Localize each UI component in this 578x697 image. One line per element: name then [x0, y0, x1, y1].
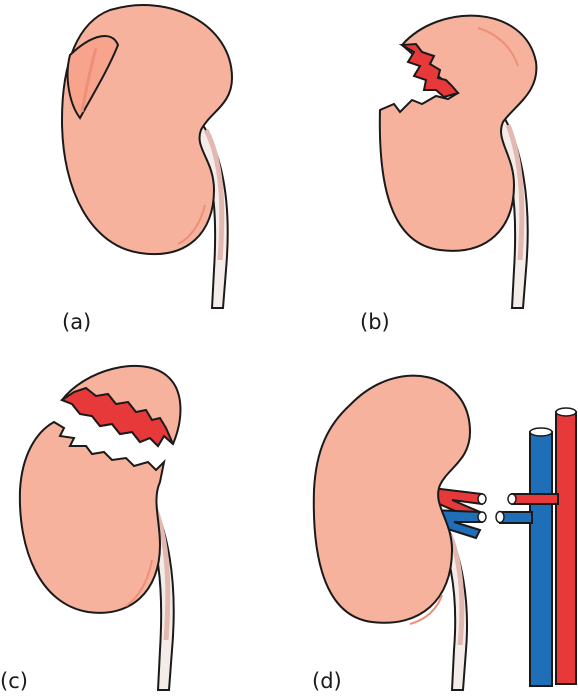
vein-stump-end-1: [478, 512, 486, 522]
panel-label-b: (b): [360, 310, 390, 334]
aorta: [556, 412, 576, 684]
panel-b: [380, 16, 537, 308]
panel-a: [62, 5, 232, 308]
kidney-lower-fragment: [20, 422, 164, 613]
renal-vein-cava-stump: [500, 512, 532, 523]
panel-label-d: (d): [312, 669, 342, 693]
artery-stump-end-2: [508, 494, 516, 504]
panel-label-a: (a): [62, 310, 91, 334]
panel-d: [314, 376, 576, 690]
panel-label-c: (c): [0, 669, 28, 693]
panel-c: [20, 366, 181, 690]
vena-cava-top: [530, 428, 552, 436]
vena-cava: [530, 432, 552, 686]
renal-artery-aorta-stump: [512, 494, 558, 504]
aorta-top: [556, 408, 576, 416]
artery-stump-end-1: [478, 494, 486, 504]
vein-stump-end-2: [496, 512, 504, 523]
